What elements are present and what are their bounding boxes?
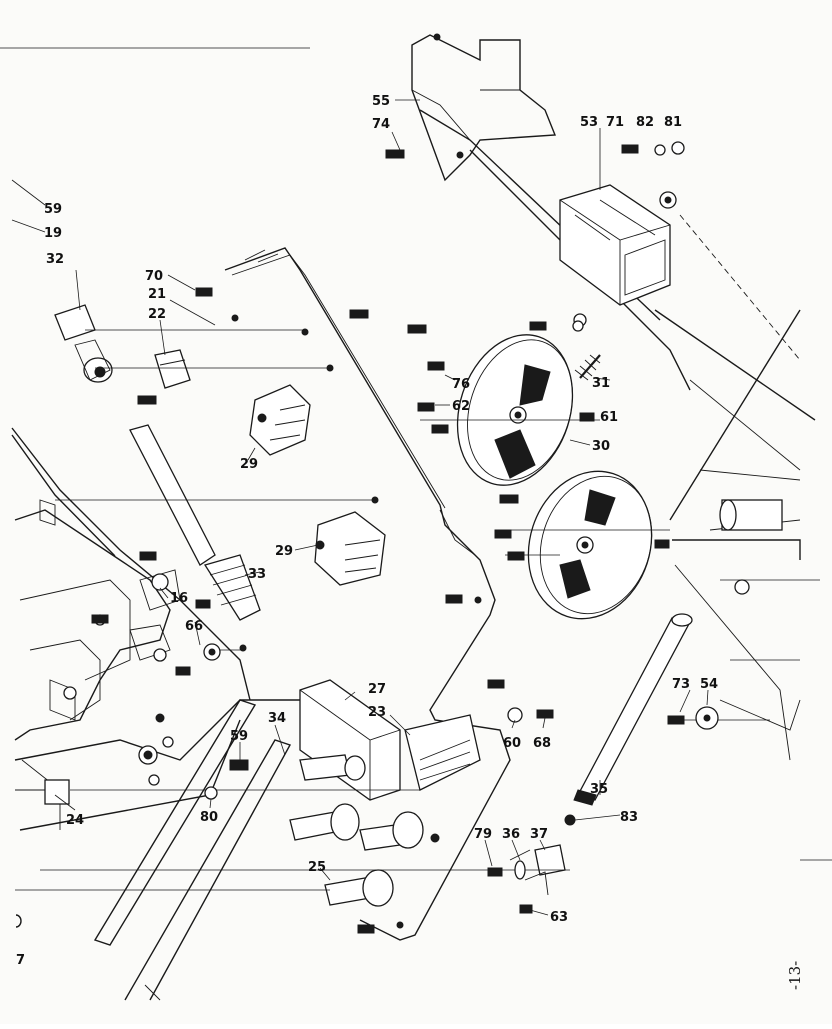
screws [91,141,719,934]
label-63: 63 [550,910,568,925]
label-19: 19 [44,226,62,241]
knob-32 [54,304,113,383]
chassis-plate [224,247,511,941]
leader-lines [11,99,709,916]
label-74: 74 [372,117,390,132]
label-81: 81 [664,115,682,130]
page-number: -13- [786,961,804,990]
page-marks: 7 -13- [15,914,804,990]
label-83: 83 [620,810,638,825]
edge-mark-7: 7 [16,953,25,968]
spring-31 [574,354,601,381]
label-70: 70 [145,269,163,284]
label-62: 62 [452,399,470,414]
label-53: 53 [580,115,598,130]
label-27: 27 [368,682,386,697]
guide-lines [0,47,832,891]
left-frame [11,427,300,831]
label-59: 59 [44,202,62,217]
label-71: 71 [606,115,624,130]
reel-disc-30 [456,334,574,486]
block-27-23 [299,679,481,801]
label-32: 32 [46,252,64,267]
label-80: 80 [200,810,218,825]
bracket-22 [154,349,191,389]
label-37: 37 [530,827,548,842]
label-22: 22 [148,307,166,322]
label-36: 36 [502,827,520,842]
label-68: 68 [533,736,551,751]
part-labels: 55 74 53 71 82 81 59 19 32 70 21 22 76 6… [44,94,718,925]
potentiometers-25 [289,754,424,907]
edge-mark-arc [15,914,22,928]
label-30: 30 [592,439,610,454]
label-66: 66 [185,619,203,634]
rod-35 [573,613,693,806]
motor-29-mid [314,511,386,586]
transformer-53 [559,184,677,327]
label-60: 60 [503,736,521,751]
label-24: 24 [66,813,84,828]
label-76: 76 [452,377,470,392]
motor-29-top [249,384,311,456]
label-73: 73 [672,677,690,692]
label-55: 55 [372,94,390,109]
label-59-lower: 59 [230,729,248,744]
label-16: 16 [170,591,188,606]
label-35: 35 [590,782,608,797]
label-34: 34 [268,711,286,726]
label-61: 61 [600,410,618,425]
label-31: 31 [592,376,610,391]
label-29-top: 29 [240,457,258,472]
shaft-33 [129,424,261,621]
label-54: 54 [700,677,718,692]
label-21: 21 [148,287,166,302]
slider-34 [93,699,292,1001]
label-33: 33 [248,567,266,582]
top-bracket-55 [411,33,557,182]
label-29-mid: 29 [275,544,293,559]
right-plate [419,109,816,761]
label-82: 82 [636,115,654,130]
label-23: 23 [368,705,386,720]
reel-disc-lower [527,470,653,620]
label-79: 79 [474,827,492,842]
label-25: 25 [308,860,326,875]
